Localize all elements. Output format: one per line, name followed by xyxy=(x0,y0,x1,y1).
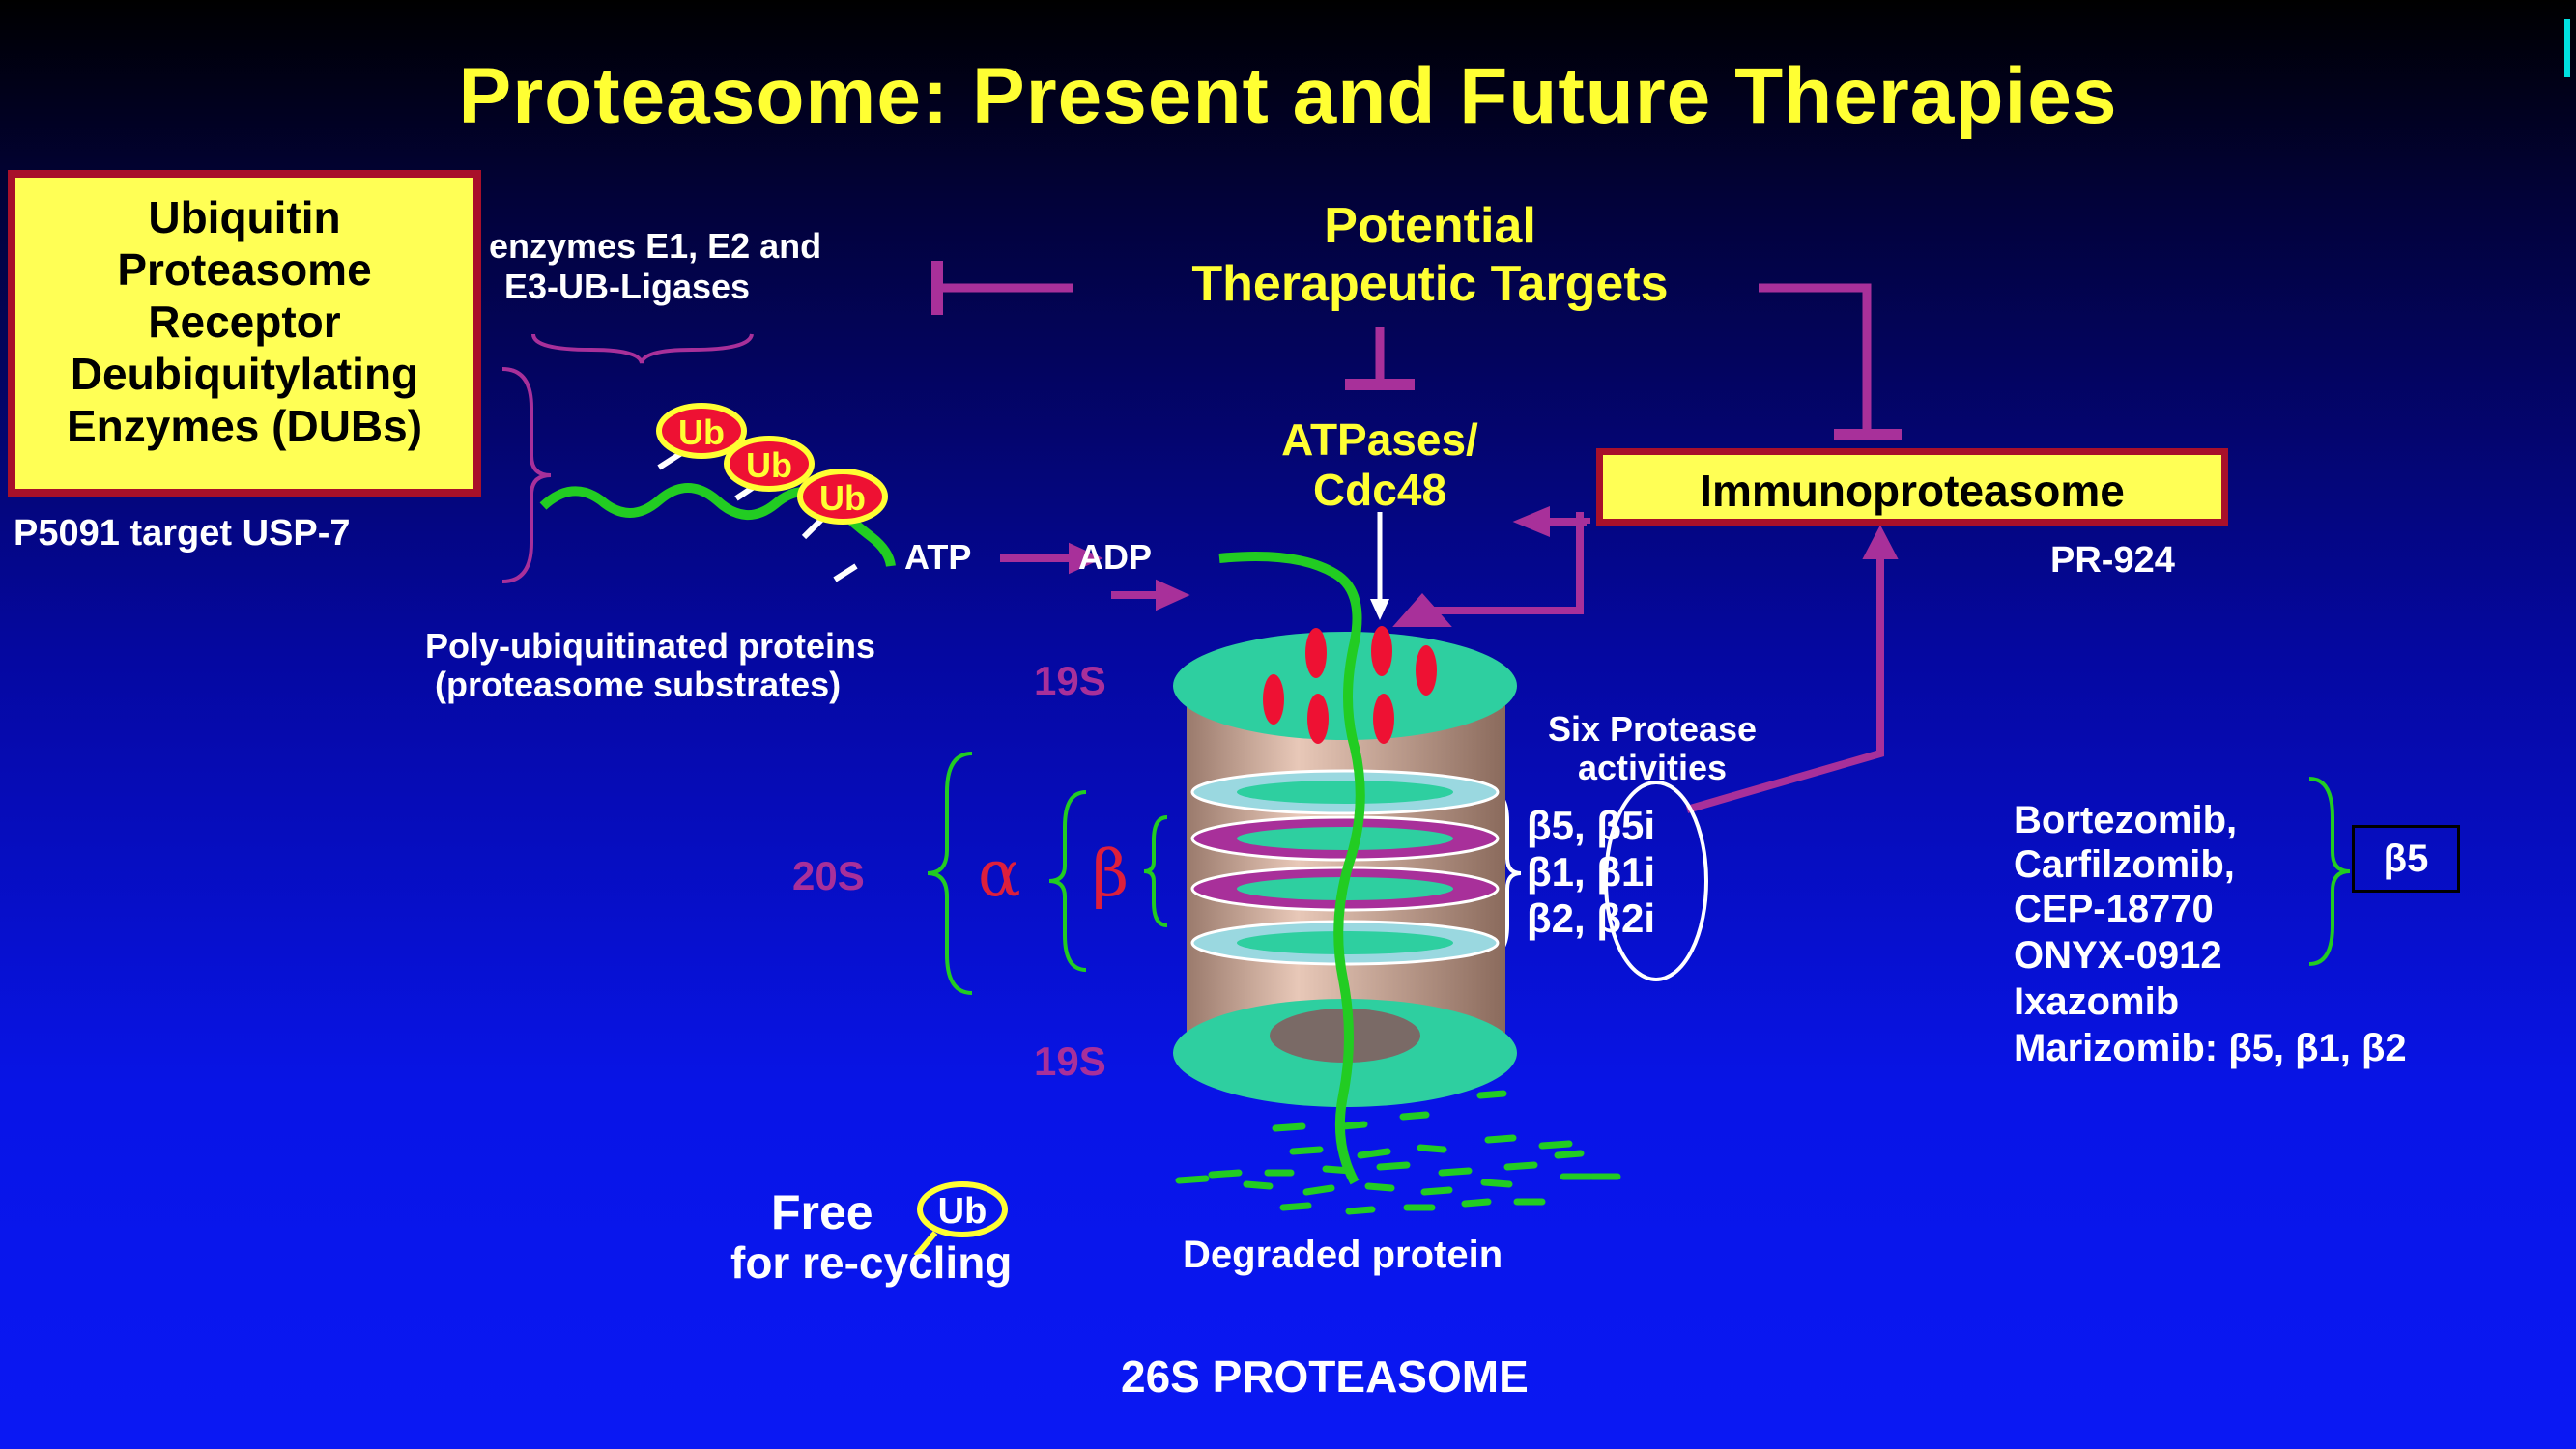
immuno-to-proteasome-arrowhead xyxy=(1392,592,1452,627)
polyubiquitin-chain: Ub Ub Ub xyxy=(539,403,896,582)
substrate-strand xyxy=(1218,552,1365,1185)
six-protease-label-2: activities xyxy=(1577,748,1728,787)
atpases-arrow xyxy=(1370,512,1389,620)
inhibition-lines xyxy=(931,261,1902,440)
enzymes-label-1: enzymes E1, E2 and xyxy=(489,226,822,266)
ub-box-line-1: Ubiquitin xyxy=(148,192,341,242)
ub-box-line-2: Proteasome xyxy=(117,244,372,295)
ring-2-inner xyxy=(1237,827,1453,850)
drug-1: Bortezomib, xyxy=(2014,799,2238,841)
ub-bead-2 xyxy=(724,436,815,492)
atpase-subunits xyxy=(1263,626,1437,744)
substrate-arrowhead xyxy=(1156,579,1190,611)
ub-box-line-4: Deubiquitylating xyxy=(70,349,419,399)
magenta-arrows xyxy=(1000,506,1899,813)
braces xyxy=(501,333,2351,995)
protease-brace xyxy=(1489,790,1522,956)
immuno-to-proteasome-line xyxy=(1422,512,1584,614)
ub-link-3 xyxy=(801,515,826,540)
degraded-label: Degraded protein xyxy=(1183,1234,1503,1276)
drug-3: CEP-18770 xyxy=(2014,888,2214,930)
slide-title: Proteasome: Present and Future Therapies xyxy=(458,52,2118,140)
free-ub-bead xyxy=(917,1181,1008,1237)
20s-brace xyxy=(927,752,973,995)
ub-bead-label-1: Ub xyxy=(678,412,725,452)
degraded-fragments xyxy=(1175,1090,1621,1215)
ub-box-line-3: Receptor xyxy=(148,297,341,347)
protein-strand xyxy=(539,483,896,567)
enzymes-label-2: E3-UB-Ligases xyxy=(504,267,751,306)
ub-bead-label-3: Ub xyxy=(819,478,866,518)
adp-label: ADP xyxy=(1078,537,1153,577)
free-ub-tail xyxy=(913,1231,938,1258)
poly-label-1: Poly-ubiquitinated proteins xyxy=(425,626,875,666)
immuno-to-atpases-arrowhead xyxy=(1512,506,1550,537)
drug-4: ONYX-0912 xyxy=(2014,934,2222,977)
inhibit-line-immuno xyxy=(1759,283,1872,435)
dubs-brace xyxy=(501,367,552,583)
beta-brace xyxy=(1143,815,1168,927)
ub-proteasome-box: Ubiquitin Proteasome Receptor Deubiquity… xyxy=(8,170,481,497)
immunoproteasome-box: Immunoproteasome xyxy=(1596,448,2228,526)
ring-1-inner xyxy=(1237,781,1453,804)
edge-mark xyxy=(2564,19,2570,77)
enzymes-brace xyxy=(531,333,754,364)
alpha-label: α xyxy=(978,837,1021,911)
immunoproteasome-label: Immunoproteasome xyxy=(1700,466,2125,516)
six-protease-label-1: Six Protease xyxy=(1547,709,1758,749)
pr924-label: PR-924 xyxy=(2050,540,2175,581)
ub-bead-3 xyxy=(797,469,888,525)
free-ub-label: Ub xyxy=(938,1191,987,1232)
targets-label-1: Potential xyxy=(1324,198,1536,254)
proteasome-26s-label: 26S PROTEASOME xyxy=(1121,1351,1529,1402)
20s-label: 20S xyxy=(792,853,865,898)
atpases-label-2: Cdc48 xyxy=(1312,465,1447,515)
ub-box-line-5: Enzymes (DUBs) xyxy=(66,401,423,451)
b5i-to-immuno-arrowhead xyxy=(1862,525,1899,559)
alpha-brace xyxy=(1048,790,1087,972)
atp-label: ATP xyxy=(904,537,972,577)
beta5-label: β5 xyxy=(2383,838,2429,880)
protease-row-1: β5, β5i xyxy=(1527,803,1655,848)
ring-4-inner xyxy=(1237,931,1453,954)
free-ub-label-1: Free xyxy=(771,1185,873,1239)
b5i-to-immuno-line xyxy=(1685,555,1884,813)
protease-row-3: β2, β2i xyxy=(1527,895,1655,941)
beta5-box: β5 xyxy=(2352,825,2460,893)
19s-top-label: 19S xyxy=(1034,658,1106,703)
drug-2: Carfilzomib, xyxy=(2014,843,2235,886)
19s-bottom-label: 19S xyxy=(1034,1038,1106,1084)
free-ub-label-2: for re-cycling xyxy=(730,1237,1013,1288)
atp-adp-arrowhead xyxy=(1069,542,1103,575)
p5091-label: P5091 target USP-7 xyxy=(14,513,351,554)
ub-bead-1 xyxy=(656,403,747,459)
proteasome-26s xyxy=(1173,552,1517,1185)
targets-label-2: Therapeutic Targets xyxy=(1191,256,1669,312)
ub-bead-label-2: Ub xyxy=(746,445,792,485)
drugs-brace xyxy=(2308,777,2351,966)
immuno-to-atpases-line xyxy=(1546,518,1590,526)
drug-6: Marizomib: β5, β1, β2 xyxy=(2014,1027,2407,1069)
immuno-subunit-ellipse xyxy=(1604,781,1708,981)
atpases-label-1: ATPases/ xyxy=(1281,414,1478,465)
poly-label-2: (proteasome substrates) xyxy=(435,665,842,704)
drug-5: Ixazomib xyxy=(2014,980,2180,1023)
beta-label: β xyxy=(1092,837,1130,911)
protease-row-2: β1, β1i xyxy=(1527,849,1655,895)
protein-tail xyxy=(833,563,858,582)
